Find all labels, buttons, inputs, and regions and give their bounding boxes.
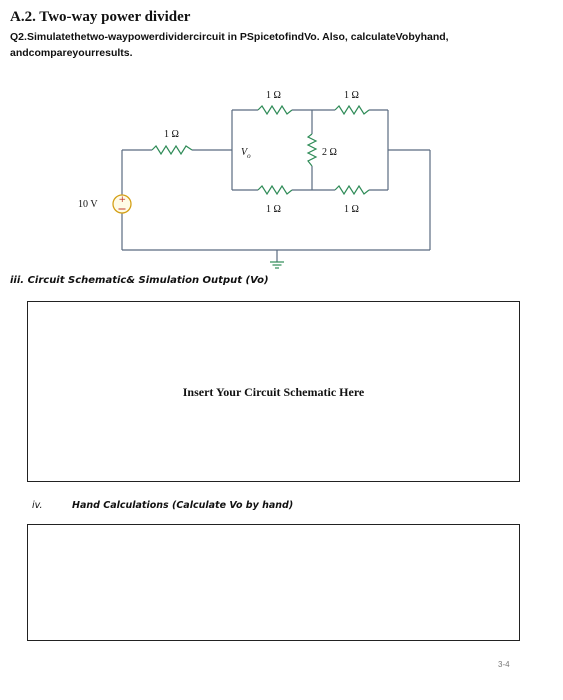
circuit-diagram: + 10 V 1 Ω 1 Ω 1 Ω 2 Ω 1 Ω 1 Ω Vo [78, 90, 431, 269]
resistor-top-2 [334, 104, 370, 116]
schematic-answer-box[interactable]: Insert Your Circuit Schematic Here [27, 301, 520, 482]
resistor-2ohm [306, 133, 318, 167]
resistor-label-bottom-2: 1 Ω [344, 204, 359, 215]
question-body: Simulatethetwo-waypowerdividercircuit in… [10, 31, 449, 59]
question-text: Q2.Simulatethetwo-waypowerdividercircuit… [10, 29, 555, 61]
resistor-label-left: 1 Ω [164, 129, 179, 140]
ground-icon [270, 261, 284, 269]
resistor-label-2ohm: 2 Ω [322, 147, 337, 158]
section-heading: A.2. Two-way power divider [10, 9, 191, 25]
resistor-label-top-1: 1 Ω [266, 90, 281, 101]
resistor-bottom-2 [334, 184, 370, 196]
schematic-placeholder: Insert Your Circuit Schematic Here [182, 385, 365, 399]
resistor-label-top-2: 1 Ω [344, 90, 359, 101]
svg-text:+: + [119, 195, 127, 205]
hand-calculation-box[interactable] [27, 524, 520, 641]
question-number: Q2. [10, 31, 27, 43]
source-label: 10 V [78, 199, 98, 210]
resistor-label-bottom-1: 1 Ω [266, 204, 281, 215]
node-label-vo: Vo [241, 147, 251, 160]
section-iv-number: iv. [32, 500, 43, 511]
section-iv-heading: Hand Calculations (Calculate Vo by hand) [72, 500, 294, 511]
resistor-bottom-1 [257, 184, 293, 196]
resistor-top-1 [257, 104, 293, 116]
page-number: 3-4 [498, 660, 510, 669]
resistor-left [151, 144, 193, 156]
section-iii-heading: iii. Circuit Schematic& Simulation Outpu… [10, 275, 269, 286]
voltage-source-icon: + [112, 194, 132, 214]
